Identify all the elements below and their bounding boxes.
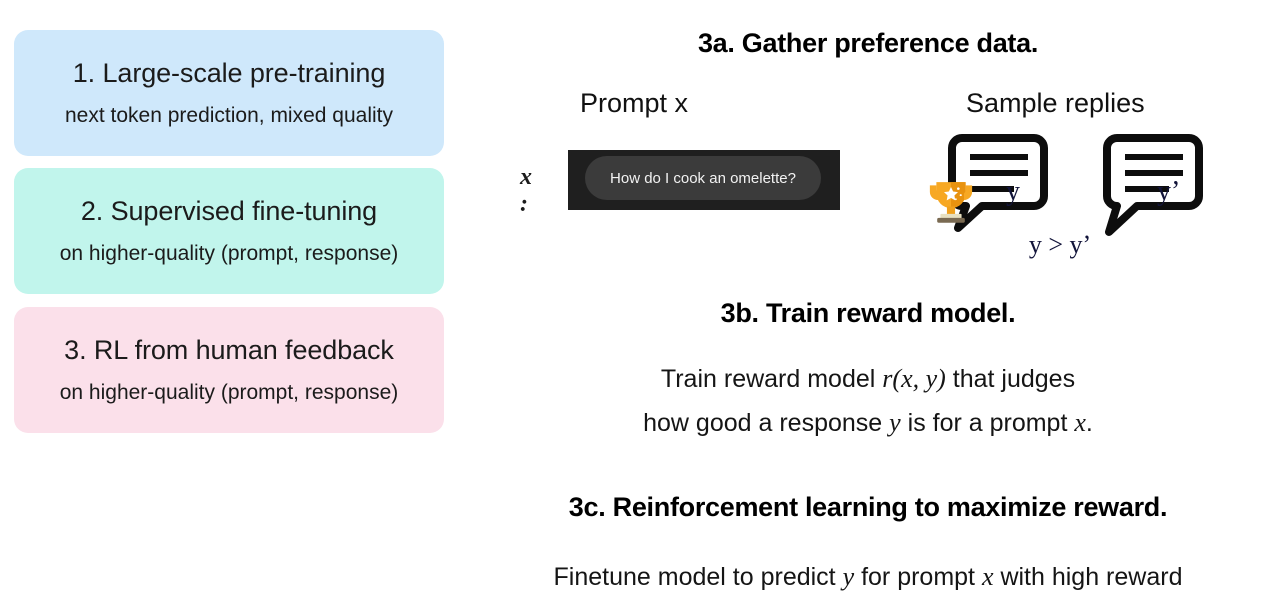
text-fragment: is for a prompt bbox=[900, 409, 1075, 437]
section-3b-line-1: Train reward model r(x, y) that judges bbox=[470, 362, 1266, 396]
reply-variable-label: y bbox=[1006, 176, 1020, 207]
section-heading-3a: 3a. Gather preference data. bbox=[697, 28, 1039, 58]
stage-card-subtitle: next token prediction, mixed quality bbox=[64, 104, 393, 127]
speech-bubble-icon bbox=[1103, 134, 1203, 236]
section-3b-line-2: how good a response y is for a prompt x. bbox=[470, 406, 1266, 440]
math-var-x: x bbox=[901, 364, 913, 393]
section-3c-line-1: Finetune model to predict y for prompt x… bbox=[470, 560, 1266, 594]
reply-bubble-preferred: y bbox=[929, 130, 1050, 240]
stage-card-subtitle: on higher-quality (prompt, response) bbox=[59, 242, 399, 265]
prompt-variable-label: x : bbox=[520, 164, 534, 217]
trophy-icon bbox=[929, 182, 973, 223]
text-fragment: . bbox=[1085, 409, 1093, 437]
math-var-r: r bbox=[882, 364, 893, 393]
math-paren-open: ( bbox=[892, 364, 902, 393]
stage-card-title: 3. RL from human feedback bbox=[64, 335, 394, 365]
text-fragment: how good a response bbox=[643, 409, 890, 437]
stage-card-subtitle: on higher-quality (prompt, response) bbox=[59, 381, 399, 404]
section-heading-3b: 3b. Train reward model. bbox=[720, 298, 1016, 328]
rlhf-detail-pane: 3a. Gather preference data. Prompt x Sam… bbox=[470, 0, 1266, 611]
speech-bubble-icon bbox=[948, 134, 1048, 232]
text-fragment: Train reward model bbox=[660, 365, 883, 393]
text-fragment: with high reward bbox=[993, 563, 1183, 591]
math-comma: , bbox=[912, 364, 926, 393]
math-var-x: x bbox=[1074, 408, 1086, 437]
section-heading-3c: 3c. Reinforcement learning to maximize r… bbox=[568, 492, 1168, 522]
math-var-y: y bbox=[889, 408, 901, 437]
stage-card-rlhf: 3. RL from human feedback on higher-qual… bbox=[14, 307, 444, 433]
stage-card-title: 2. Supervised fine-tuning bbox=[80, 196, 378, 226]
math-var-y: y bbox=[925, 364, 938, 393]
stage-card-title: 1. Large-scale pre-training bbox=[72, 58, 386, 88]
text-fragment: for prompt bbox=[854, 563, 982, 591]
reply-bubble-alternate: y’ bbox=[1095, 130, 1205, 240]
text-fragment: that judges bbox=[945, 365, 1076, 393]
math-var-y: y bbox=[842, 562, 855, 591]
prompt-column-label: Prompt x bbox=[580, 88, 689, 118]
chat-window-mock: How do I cook an omelette? bbox=[568, 150, 840, 210]
text-fragment: Finetune model to predict bbox=[553, 563, 843, 591]
chat-user-bubble-text: How do I cook an omelette? bbox=[610, 169, 796, 187]
stage-card-sft: 2. Supervised fine-tuning on higher-qual… bbox=[14, 168, 444, 294]
reply-variable-label: y’ bbox=[1157, 176, 1181, 207]
preference-relation-label: y > y’ bbox=[1028, 230, 1092, 259]
chat-user-bubble: How do I cook an omelette? bbox=[585, 156, 821, 200]
replies-column-label: Sample replies bbox=[966, 88, 1145, 118]
math-var-x: x bbox=[981, 562, 994, 591]
stage-card-pretraining: 1. Large-scale pre-training next token p… bbox=[14, 30, 444, 156]
math-paren-close: ) bbox=[937, 364, 946, 393]
